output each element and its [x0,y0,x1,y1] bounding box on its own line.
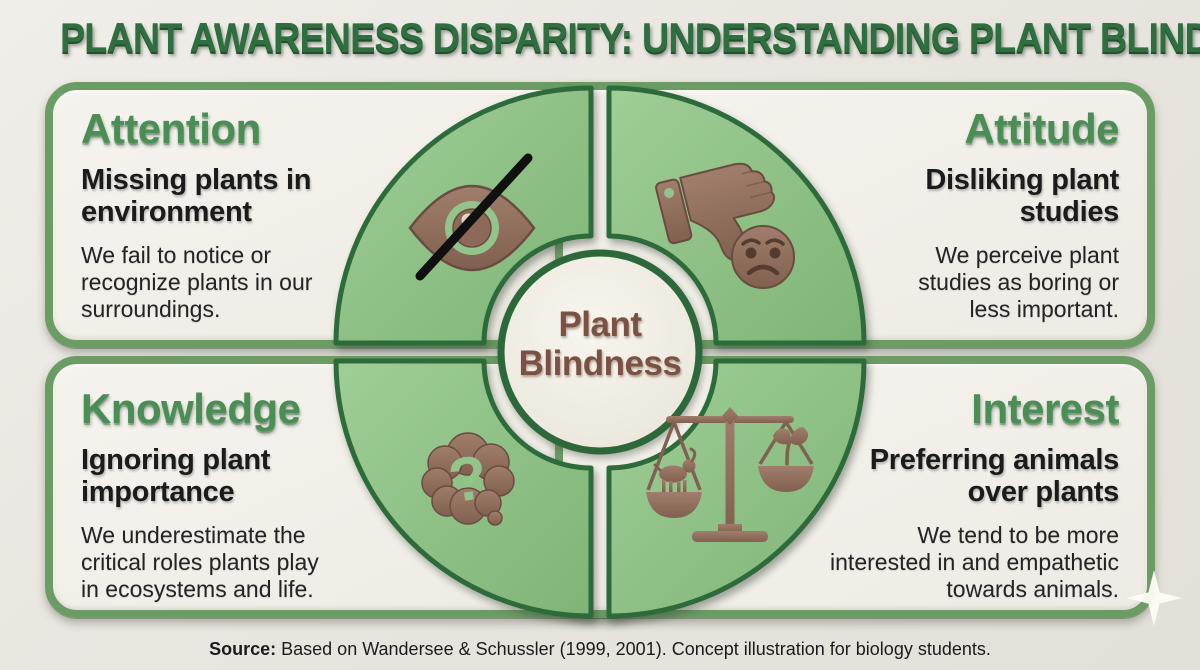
center-label: Plant Blindness [518,305,682,383]
attention-subheading: Missing plants in environment [81,164,312,229]
attention-heading: Attention [81,105,261,152]
source-label: Source: [209,639,277,659]
knowledge-body: We underestimate the critical roles plan… [81,521,319,603]
interest-content: Interest Preferring animals over plants … [779,364,1147,603]
center-circle [497,249,703,455]
knowledge-heading: Knowledge [81,385,301,432]
thumbs-down-icon [655,162,776,262]
brain-question-icon: ? [421,432,515,526]
source-note: Source: Based on Wandersee & Schussler (… [0,639,1200,660]
attitude-subheading: Disliking plant studies [925,164,1119,229]
sad-face-icon [731,225,795,289]
knowledge-subheading: Ignoring plant importance [81,444,271,509]
page-title: PLANT AWARENESS DISPARITY: UNDERSTANDING… [60,14,1200,61]
attitude-body: We perceive plant studies as boring or l… [918,241,1119,323]
eye-slash-icon [408,153,536,281]
balance-scale-icon [646,407,814,542]
interest-subheading: Preferring animals over plants [869,444,1120,509]
interest-body: We tend to be more interested in and emp… [830,521,1119,603]
plant-glyph [773,427,809,466]
attention-body: We fail to notice or recognize plants in… [81,241,313,323]
attitude-content: Attitude Disliking plant studies We perc… [779,90,1147,323]
attitude-heading: Attitude [964,105,1119,152]
interest-heading: Interest [971,385,1119,432]
attention-content: Attention Missing plants in environment … [53,90,421,323]
animal-glyph [653,447,697,492]
plant-blindness-wheel: ? [333,85,867,619]
knowledge-content: Knowledge Ignoring plant importance We u… [53,364,421,603]
source-text: Based on Wandersee & Schussler (1999, 20… [276,639,991,659]
